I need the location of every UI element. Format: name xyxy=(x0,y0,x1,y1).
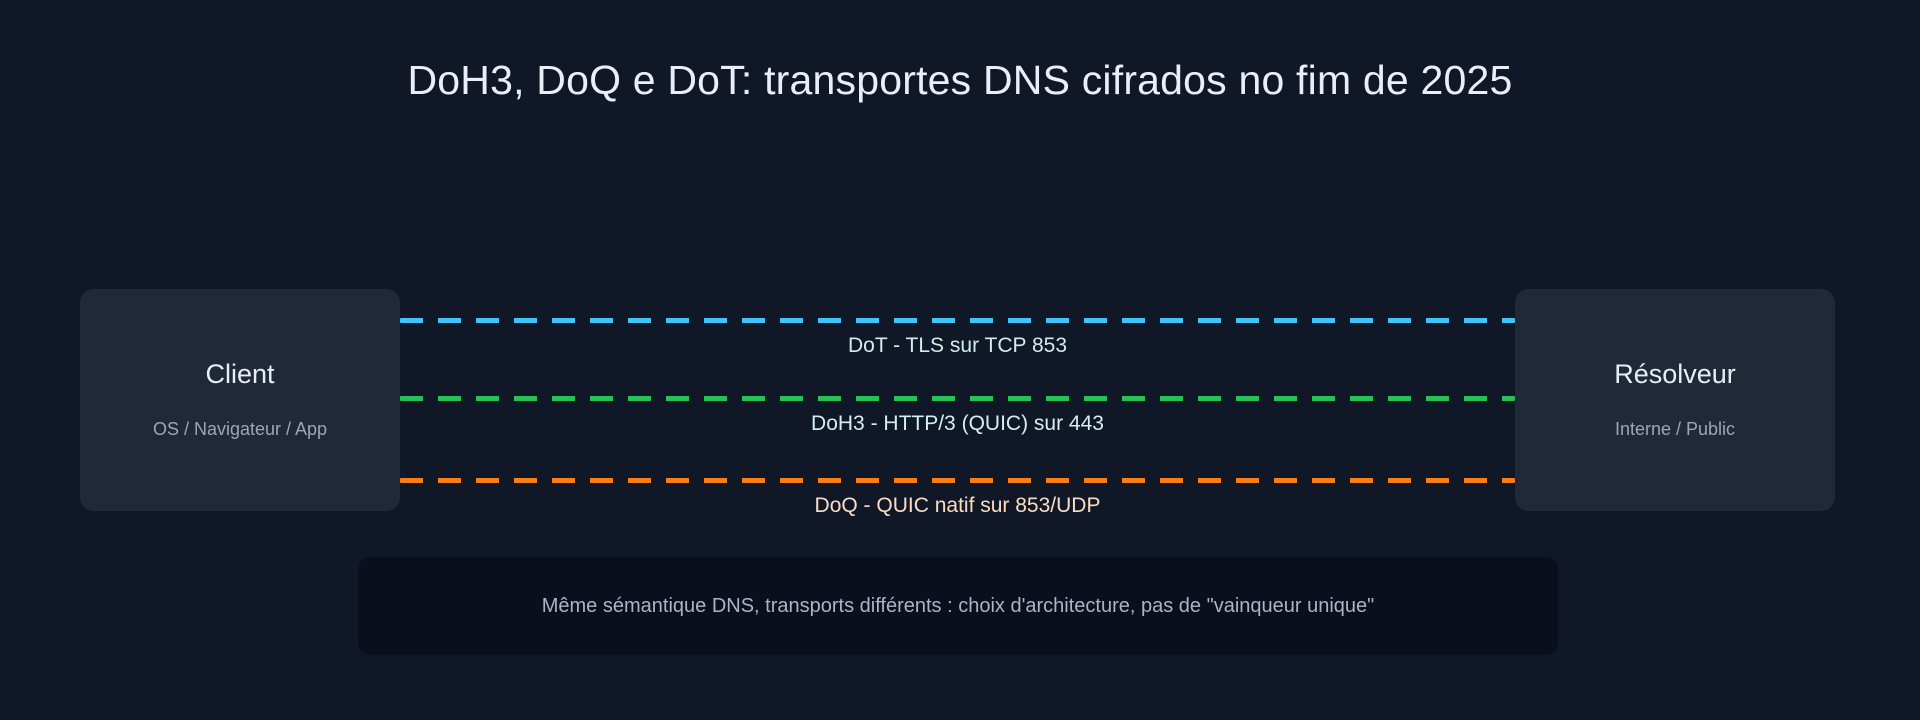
node-client: Client OS / Navigateur / App xyxy=(80,289,400,511)
transport-dot-line xyxy=(400,318,1515,323)
footer-banner: Même sémantique DNS, transports différen… xyxy=(358,557,1558,655)
node-resolver: Résolveur Interne / Public xyxy=(1515,289,1835,511)
node-client-title: Client xyxy=(205,359,275,390)
transport-doq-line xyxy=(400,478,1515,483)
transport-doq-label: DoQ - QUIC natif sur 853/UDP xyxy=(814,494,1101,517)
node-resolver-subtitle: Interne / Public xyxy=(1614,418,1736,439)
transport-doh3-line xyxy=(400,396,1515,401)
node-resolver-title: Résolveur xyxy=(1614,359,1736,390)
page-title: DoH3, DoQ e DoT: transportes DNS cifrado… xyxy=(407,57,1513,103)
transport-dot-label: DoT - TLS sur TCP 853 xyxy=(847,334,1068,357)
footer-banner-text: Même sémantique DNS, transports différen… xyxy=(541,595,1375,617)
transport-doh3-label: DoH3 - HTTP/3 (QUIC) sur 443 xyxy=(811,412,1104,435)
node-client-subtitle: OS / Navigateur / App xyxy=(152,418,328,439)
